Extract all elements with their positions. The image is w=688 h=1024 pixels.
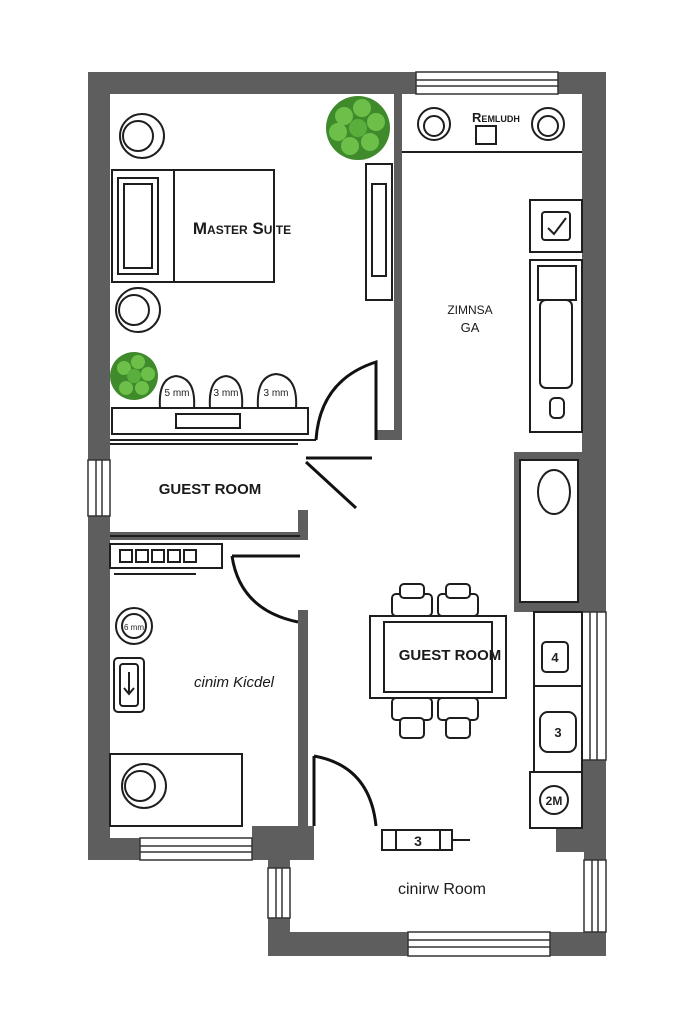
window-annex-bottom bbox=[407, 931, 551, 957]
left-wall-lower bbox=[88, 516, 110, 860]
annex-bottom-right bbox=[550, 932, 606, 956]
appliance-a bbox=[541, 641, 569, 673]
right-wall-lower bbox=[582, 760, 606, 832]
plant-bottom bbox=[110, 352, 158, 400]
label-ga: GA bbox=[461, 320, 480, 335]
dining-set bbox=[369, 583, 507, 739]
annex-bottom-left bbox=[268, 932, 408, 956]
label-kitchen: cinim Kicdel bbox=[194, 674, 275, 691]
window-annex-left bbox=[267, 867, 291, 919]
window-left bbox=[87, 459, 111, 517]
dial-label: 6 mm bbox=[124, 623, 144, 632]
side-marker-b: 3 mm bbox=[214, 388, 239, 399]
chair-bottom-2 bbox=[437, 697, 479, 721]
label-master-suite: Master Suite bbox=[193, 219, 291, 238]
label-remludh: Remludh bbox=[472, 110, 520, 125]
appliance-b bbox=[539, 711, 577, 753]
window-annex-right bbox=[583, 859, 607, 933]
door-kitchen bbox=[230, 554, 300, 624]
right-wall-upper bbox=[582, 72, 606, 612]
check-box bbox=[541, 211, 571, 241]
door-master bbox=[314, 359, 378, 441]
counter-label: 3 bbox=[414, 833, 422, 849]
chair-bottom-1 bbox=[391, 697, 433, 721]
window-top bbox=[415, 71, 559, 95]
appliance-b-label: 3 bbox=[554, 725, 561, 740]
door-living bbox=[312, 754, 378, 827]
remludh-fixtures bbox=[417, 107, 565, 145]
partition-guest-right bbox=[298, 510, 308, 540]
window-right bbox=[581, 611, 607, 761]
top-wall-left bbox=[88, 72, 416, 94]
window-bottom bbox=[139, 837, 253, 861]
kitchen-fixtures bbox=[109, 543, 243, 827]
plant-top bbox=[326, 96, 390, 160]
interior-lines bbox=[110, 151, 582, 537]
master-furniture bbox=[111, 113, 393, 435]
side-marker-c: 3 mm bbox=[264, 388, 289, 399]
left-wall-upper bbox=[88, 72, 110, 460]
bath-sink bbox=[537, 469, 571, 515]
partition-kitchen-right bbox=[298, 610, 308, 826]
label-guest-room-center: GUEST ROOM bbox=[399, 647, 502, 664]
side-tables bbox=[158, 372, 298, 409]
doors bbox=[230, 359, 378, 827]
corner-dial bbox=[539, 785, 569, 815]
side-marker-a: 5 mm bbox=[165, 388, 190, 399]
windows bbox=[87, 71, 607, 957]
annex-right bbox=[584, 840, 606, 860]
label-zimnsa: ZIMNSA bbox=[447, 303, 492, 317]
label-living-room: cinirw Room bbox=[398, 881, 486, 898]
annex-left-top bbox=[268, 850, 290, 868]
bottom-wall-left bbox=[88, 838, 140, 860]
corner-label: 2M bbox=[546, 794, 563, 808]
door-guest bbox=[304, 456, 372, 510]
bath-fixtures bbox=[519, 199, 583, 829]
master-right-wall bbox=[394, 94, 402, 440]
master-wall-stub bbox=[376, 430, 402, 440]
appliance-a-label: 4 bbox=[551, 650, 559, 665]
counter bbox=[381, 829, 470, 851]
label-guest-room-left: GUEST ROOM bbox=[159, 481, 262, 498]
